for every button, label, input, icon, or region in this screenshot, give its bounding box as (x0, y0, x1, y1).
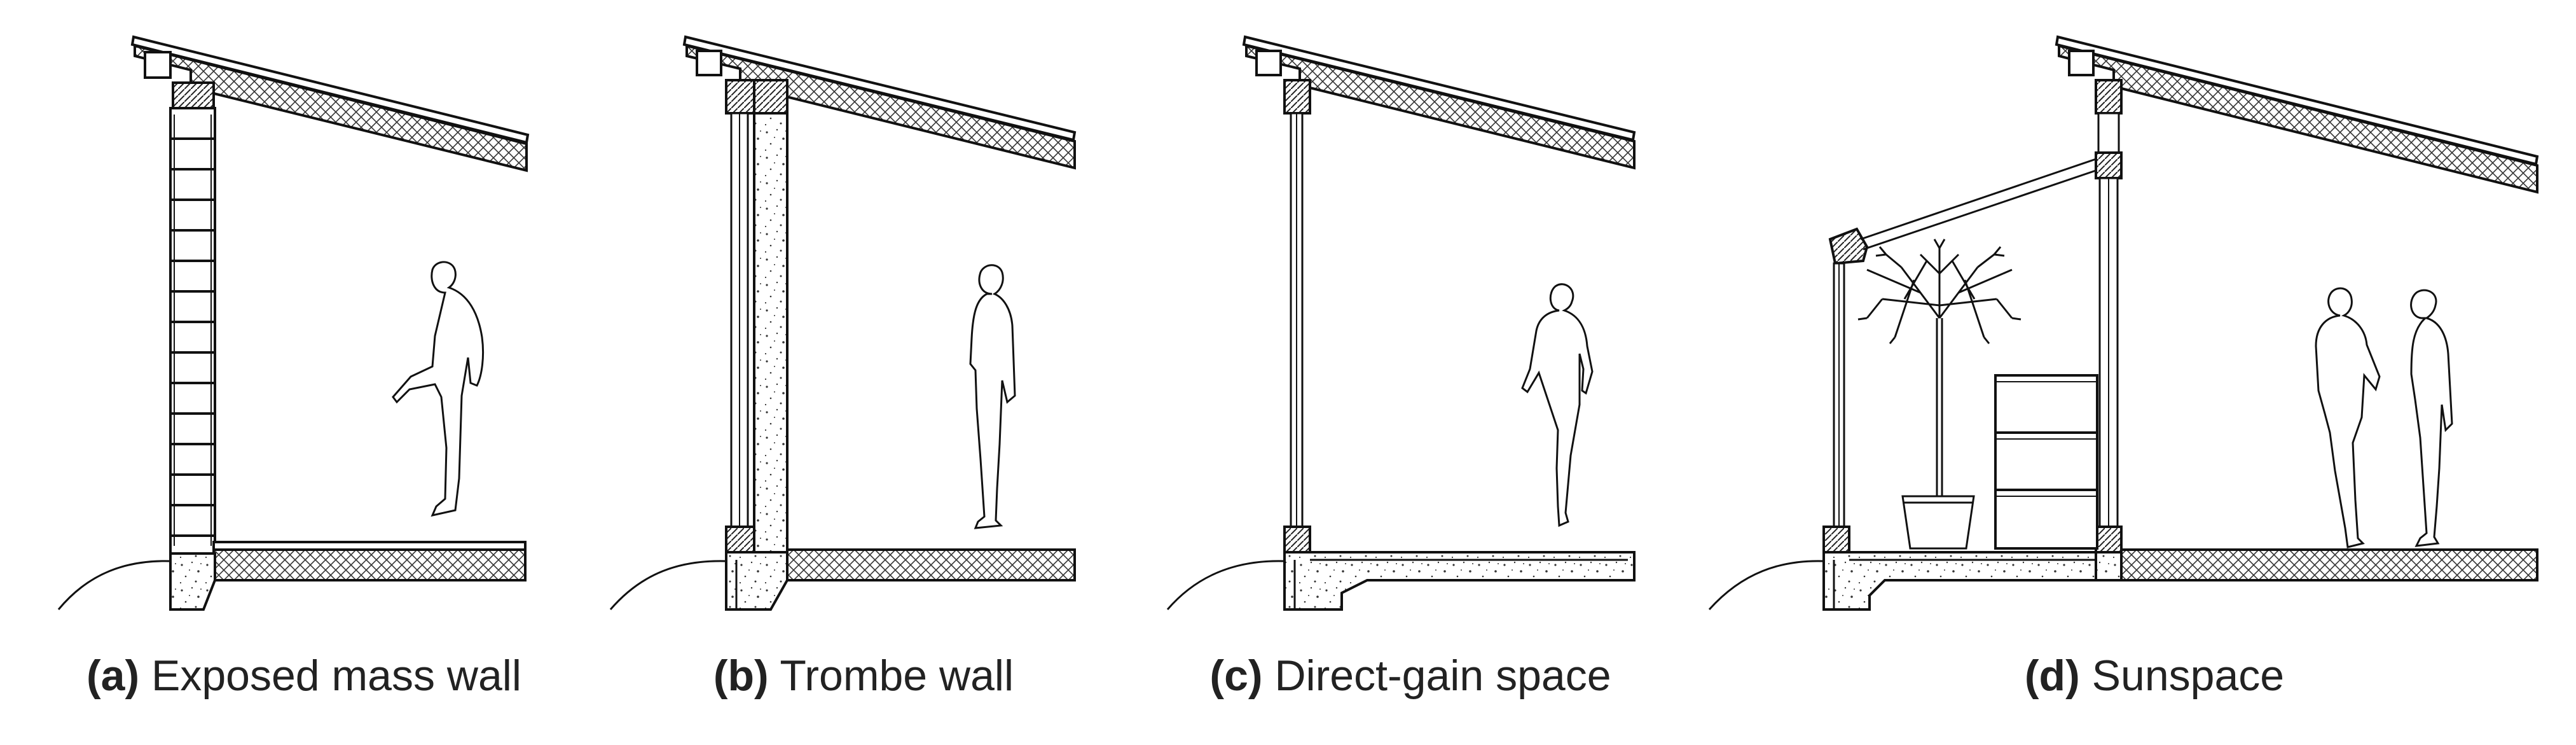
caption-label: (b) (713, 651, 769, 700)
floor-slab (169, 541, 527, 611)
person-silhouette-icon (969, 264, 1016, 529)
person-silhouette-icon (392, 261, 485, 517)
caption-exposed-mass-wall: (a) Exposed mass wall (86, 654, 521, 697)
caption-direct-gain-space: (c) Direct-gain space (1209, 654, 1611, 697)
floor-slab (1822, 548, 2538, 611)
caption-text: Exposed mass wall (151, 651, 522, 700)
glazing (1283, 79, 1311, 529)
ground-line (1708, 560, 1824, 611)
panel-b-diagram (609, 35, 1077, 611)
trombe-wall (753, 79, 789, 554)
mass-wall (169, 81, 216, 555)
caption-sunspace: (d) Sunspace (2025, 654, 2284, 697)
caption-text: Sunspace (2091, 651, 2285, 700)
ground-line (1166, 560, 1285, 610)
caption-label: (d) (2024, 651, 2080, 700)
tree-icon (1857, 239, 2022, 550)
floor-slab (725, 526, 1076, 611)
caption-text: Trombe wall (780, 651, 1014, 700)
ground-line (57, 560, 171, 610)
glazing (725, 79, 755, 528)
person-silhouette-icon (1521, 283, 1594, 527)
person-silhouette-icon (2410, 289, 2453, 547)
panel-d-diagram (1708, 35, 2539, 611)
roof (130, 35, 530, 172)
thermal-mass-shelves-icon (1994, 374, 2098, 550)
ground-line (609, 560, 727, 610)
roof (2055, 35, 2539, 194)
panel-c-diagram (1166, 35, 1636, 611)
house-wall (2095, 79, 2123, 554)
caption-trombe-wall: (b) Trombe wall (713, 654, 1014, 697)
roof (682, 35, 1077, 170)
sunspace-glazing (1822, 158, 2097, 554)
caption-label: (c) (1209, 651, 1263, 700)
person-silhouette-icon (2315, 287, 2381, 548)
caption-text: Direct-gain space (1274, 651, 1611, 700)
caption-label: (a) (86, 651, 140, 700)
floor-slab (1283, 526, 1636, 611)
panel-a-diagram (57, 35, 530, 611)
roof (1242, 35, 1636, 170)
